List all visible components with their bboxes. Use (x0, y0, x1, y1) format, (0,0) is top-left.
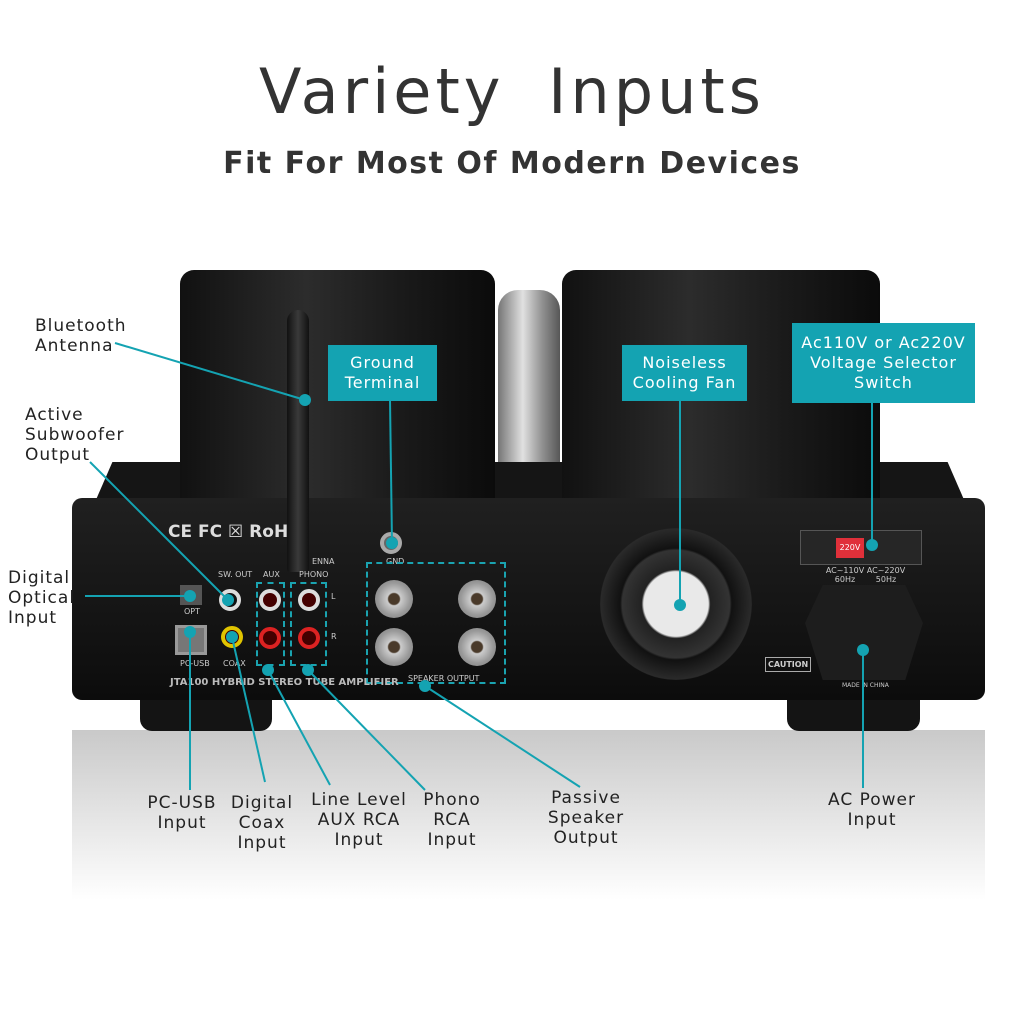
pc-usb-label: PC-USB (180, 659, 210, 668)
sw-out-label: SW. OUT (218, 570, 253, 579)
aux-label: AUX (263, 570, 280, 579)
v110-label: AC~110V 60Hz (825, 566, 865, 584)
speaker-post[interactable] (375, 628, 413, 666)
phono-right-jack[interactable] (298, 627, 320, 649)
speaker-highlight (366, 562, 506, 684)
callout-dot (262, 664, 274, 676)
vacuum-tube (498, 290, 560, 470)
left-label: L (331, 592, 336, 601)
optical-callout: Digital Optical Input (8, 568, 76, 628)
phono-label: PHONO (299, 570, 329, 579)
ground-line (389, 399, 393, 544)
callout-dot (226, 631, 238, 643)
right-label: R (331, 632, 337, 641)
bluetooth-line (114, 342, 306, 401)
phono-line (307, 669, 426, 791)
speaker-post[interactable] (458, 580, 496, 618)
callout-dot (386, 537, 398, 549)
pc-usb-callout: PC-USB Input (147, 793, 217, 833)
aux-line (267, 669, 331, 786)
callout-dot (857, 644, 869, 656)
voltage-selector-callout: Ac110V or Ac220V Voltage Selector Switch (792, 323, 975, 403)
v220-label: AC~220V 50Hz (866, 566, 906, 584)
bluetooth-antenna (287, 310, 309, 572)
speaker-line (424, 685, 581, 788)
aux-right-jack[interactable] (259, 627, 281, 649)
reflection (72, 730, 985, 900)
callout-dot (674, 599, 686, 611)
cooling-fan-callout: Noiseless Cooling Fan (622, 345, 747, 401)
callout-dot (184, 626, 196, 638)
made-in-label: MADE IN CHINA (842, 682, 889, 689)
right-foot (787, 697, 920, 731)
gnd-label: GND (386, 557, 405, 566)
callout-dot (299, 394, 311, 406)
callout-dot (866, 539, 878, 551)
model-label: JTA100 HYBRID STEREO TUBE AMPLIFIER (170, 677, 399, 688)
coax-line (231, 636, 266, 783)
aux-left-jack[interactable] (259, 589, 281, 611)
ac-power-callout: AC Power Input (827, 790, 917, 830)
phono-callout: Phono RCA Input (423, 790, 481, 850)
voltage-switch[interactable]: 220V (836, 538, 864, 558)
aux-callout: Line Level AUX RCA Input (311, 790, 407, 850)
callout-dot (419, 680, 431, 692)
page-title: Variety Inputs (258, 55, 765, 128)
bluetooth-callout: Bluetooth Antenna (35, 316, 127, 356)
coax-callout: Digital Coax Input (230, 793, 294, 853)
antenna-label: ENNA (312, 557, 335, 566)
subwoofer-callout: Active Subwoofer Output (25, 405, 125, 465)
cert-logos: CE FC ☒ RoHS (168, 522, 301, 542)
speaker-output-label: SPEAKER OUTPUT (408, 674, 480, 683)
page-subtitle: Fit For Most Of Modern Devices (223, 146, 801, 181)
speaker-post[interactable] (458, 628, 496, 666)
callout-dot (184, 590, 196, 602)
callout-dot (302, 664, 314, 676)
coax-label: COAX (223, 659, 246, 668)
phono-left-jack[interactable] (298, 589, 320, 611)
opt-label: OPT (184, 607, 201, 616)
ground-terminal-callout: Ground Terminal (328, 345, 437, 401)
speaker-post[interactable] (375, 580, 413, 618)
caution-label: CAUTION (765, 657, 812, 672)
callout-dot (222, 594, 234, 606)
subwoofer-line (89, 461, 229, 601)
speaker-callout: Passive Speaker Output (547, 788, 625, 848)
